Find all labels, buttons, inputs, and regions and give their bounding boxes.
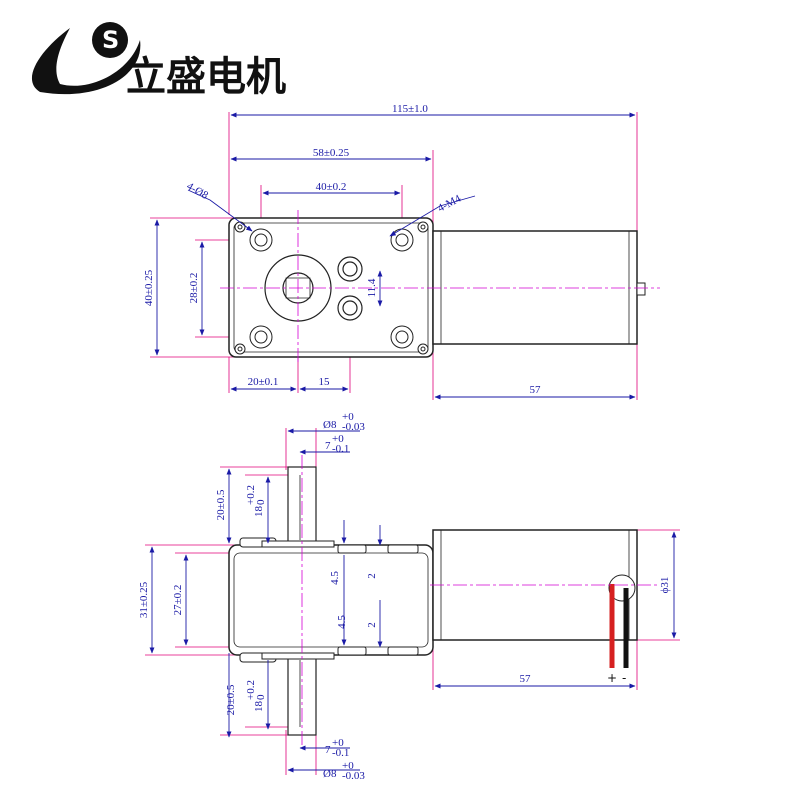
svg-text:18: 18 <box>253 506 265 518</box>
dim-boss-spacing: 11.4 <box>366 278 378 297</box>
dim-flat-length-bottom: 18 +0.2 0 <box>245 680 267 712</box>
side-view: + - <box>138 411 680 782</box>
company-logo: S 立盛电机 <box>31 22 286 100</box>
logo-letter: S <box>102 26 119 54</box>
polarity-negative: - <box>622 671 626 685</box>
dim-motor-length-top: 57 <box>530 384 542 396</box>
dim-shaft-length-top: 20±0.5 <box>215 489 227 520</box>
brand-name: 立盛电机 <box>126 54 286 100</box>
svg-text:+0: +0 <box>332 433 344 445</box>
dim-shaft-length-bottom: 20±0.5 <box>225 684 237 715</box>
dim-flat-width-top: 7 +0 -0.1 <box>325 433 349 455</box>
svg-text:-0.03: -0.03 <box>342 421 365 433</box>
svg-text:-0.1: -0.1 <box>332 443 349 455</box>
svg-text:Ø8: Ø8 <box>323 768 337 780</box>
dim-flat-width-bottom: 7 +0 -0.1 <box>325 737 349 759</box>
dim-boss-height-top: 4.5 <box>329 571 341 585</box>
svg-text:-0.03: -0.03 <box>342 770 365 782</box>
svg-text:+0.2: +0.2 <box>245 485 257 505</box>
svg-text:18: 18 <box>253 701 265 713</box>
dim-shaft-dia-top: Ø8 +0 -0.03 <box>323 411 365 433</box>
dim-hole-spacing-y: 28±0.2 <box>188 273 200 304</box>
dim-boss-step-bottom: 2 <box>366 622 378 628</box>
svg-text:Ø8: Ø8 <box>323 419 337 431</box>
dim-height: 40±0.25 <box>143 269 155 306</box>
dim-motor-length-side: 57 <box>520 673 532 685</box>
svg-text:+0.2: +0.2 <box>245 680 257 700</box>
dim-flat-length-top: 18 +0.2 0 <box>245 485 267 517</box>
svg-text:0: 0 <box>255 694 267 700</box>
top-view: 115±1.0 58±0.25 40±0.2 4-Ø8 4-M4 40±0.25… <box>143 103 660 400</box>
dim-overall-length: 115±1.0 <box>392 103 428 115</box>
dim-shaft-dia-bottom: Ø8 +0 -0.03 <box>323 760 365 782</box>
gearbox-side <box>228 544 434 656</box>
dim-thickness: 31±0.25 <box>138 581 150 618</box>
dim-gearbox-length: 58±0.25 <box>313 147 350 159</box>
dim-boss-offset: 15 <box>319 376 331 388</box>
svg-text:-0.1: -0.1 <box>332 747 349 759</box>
dim-shaft-offset: 20±0.1 <box>248 376 279 388</box>
dim-motor-dia: ϕ31 <box>659 577 671 594</box>
svg-text:+0: +0 <box>332 737 344 749</box>
svg-text:0: 0 <box>255 499 267 505</box>
svg-text:+0: +0 <box>342 760 354 772</box>
motor-body <box>432 230 638 345</box>
polarity-positive: + <box>607 671 617 685</box>
svg-text:7: 7 <box>325 440 331 452</box>
logo-swoosh-icon <box>31 28 141 95</box>
svg-text:7: 7 <box>325 744 331 756</box>
lead-wires: + - <box>607 584 629 685</box>
dim-boss-height-bottom: 4.5 <box>336 615 348 629</box>
dim-boss-step-top: 2 <box>366 573 378 579</box>
dim-hole-spacing-x: 40±0.2 <box>316 181 347 193</box>
svg-text:+0: +0 <box>342 411 354 423</box>
dim-body-thickness: 27±0.2 <box>172 585 184 616</box>
dim-thread: 4-M4 <box>436 192 464 214</box>
